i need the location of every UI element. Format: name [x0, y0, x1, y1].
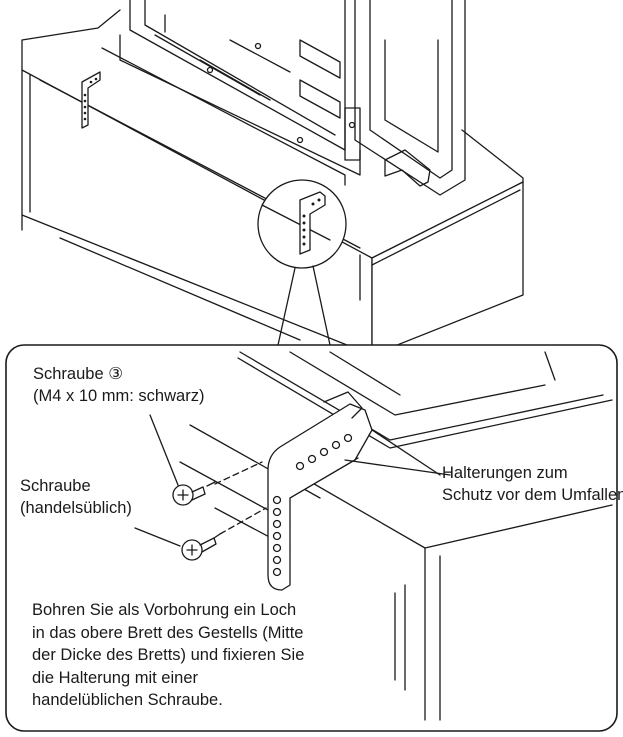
anti-tip-bracket-detail [267, 391, 373, 591]
tv-rear [101, 0, 466, 196]
detail-callout-box [5, 344, 618, 732]
wood-screw-icon [134, 507, 267, 561]
screw-commercial-label-line2: (handelsüblich) [20, 499, 132, 517]
screw3-label-line1: Schraube ③ [33, 365, 124, 383]
bracket-label-line1: Halterungen zum [442, 464, 568, 482]
instruction-line: in das obere Brett des Gestells (Mitte [32, 623, 304, 642]
instruction-text: Bohren Sie als Vorbohrung ein Loch in da… [32, 599, 392, 712]
screw-commercial-label: Schraube (handelsüblich) [20, 475, 132, 519]
screw3-label: Schraube ③ (M4 x 10 mm: schwarz) [33, 363, 204, 407]
screw-commercial-label-line1: Schraube [20, 477, 91, 495]
stand-cabinet [21, 9, 524, 356]
instruction-line: der Dicke des Bretts) und fixieren Sie [32, 646, 305, 664]
instruction-line: die Halterung mit einer [32, 668, 198, 687]
screw-m4-icon [149, 414, 263, 506]
screw3-label-line2: (M4 x 10 mm: schwarz) [33, 387, 205, 405]
instruction-line: handelüblichen Schraube. [32, 691, 223, 709]
bracket-left-upper [81, 71, 101, 129]
bracket-label: Halterungen zum Schutz vor dem Umfallen [442, 462, 623, 506]
detail-callout-circle [257, 179, 347, 346]
instruction-line: Bohren Sie als Vorbohrung ein Loch [32, 601, 297, 619]
bracket-label-line2: Schutz vor dem Umfallen [442, 486, 623, 504]
